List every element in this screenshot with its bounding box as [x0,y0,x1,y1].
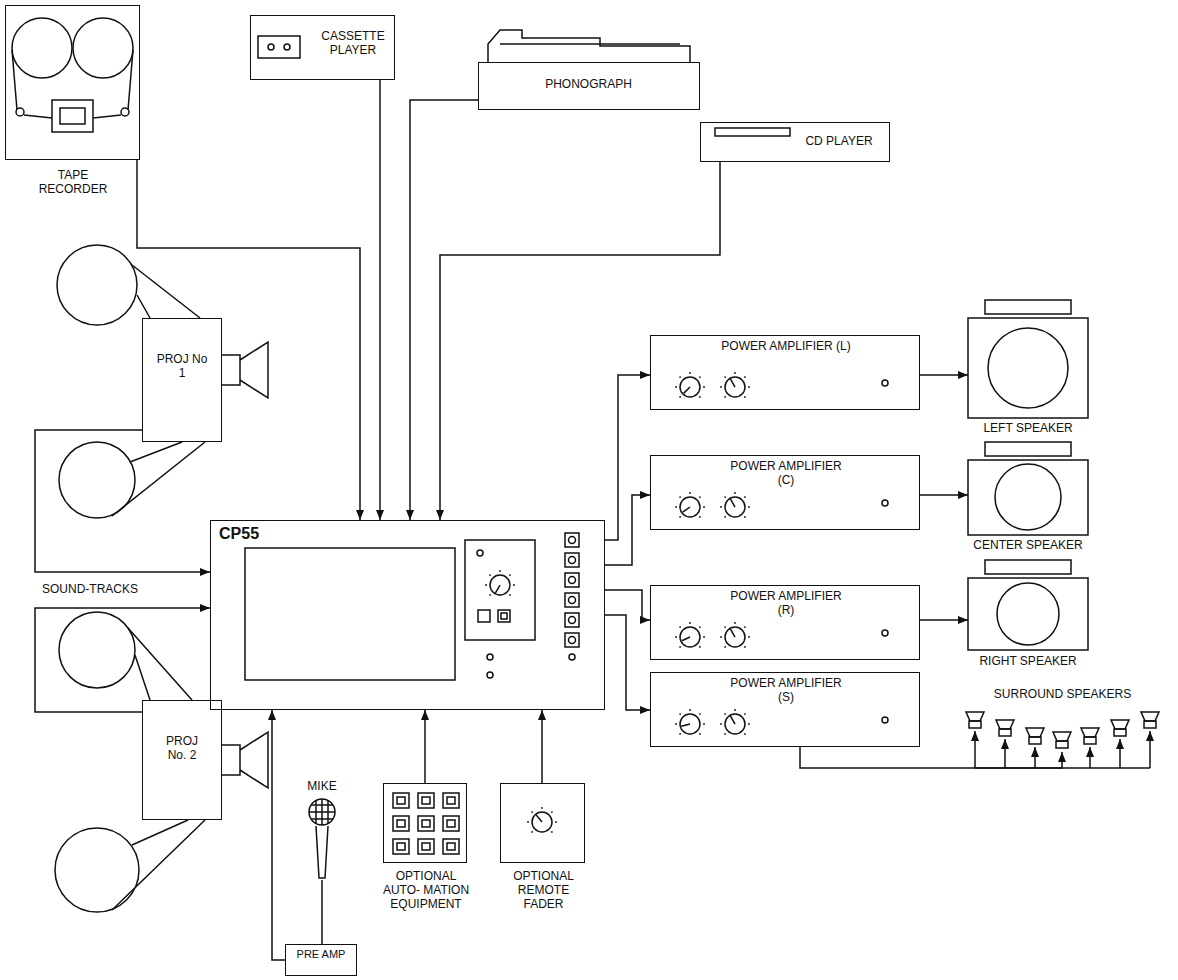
phonograph: PHONOGRAPH [478,62,700,110]
tape-recorder-drawing [12,18,133,132]
speaker-drawing [968,300,1088,650]
node-label: OPTIONAL REMOTE FADER [497,870,590,911]
microphone-drawing [309,799,335,878]
node-label: SURROUND SPEAKERS [955,688,1170,702]
node-label: TAPE RECORDER [33,169,113,197]
node-label: MIKE [290,780,354,794]
speaker: LEFT SPEAKER [968,300,1088,418]
tape-recorder: TAPE RECORDER [5,5,140,160]
repeated-parts [393,372,1159,854]
signal-connector [920,619,968,621]
node-label: PROJ No. 2 [156,735,208,763]
signal-connector [321,880,323,944]
signal-connector [35,608,210,712]
speaker: CENTER SPEAKER [968,442,1088,535]
projector: PROJ No 1 [142,318,222,442]
node-label: OPTIONAL AUTO- MATION EQUIPMENT [380,870,472,911]
signal-connector [379,80,381,520]
source-drawing [258,30,790,136]
speaker: RIGHT SPEAKER [968,560,1088,650]
node-label: POWER AMPLIFIER (S) [721,677,851,705]
signal-label: SOUND-TRACKS [40,583,140,597]
projector: PROJ No. 2 [142,700,222,820]
processor-box: CP55 [210,520,605,710]
signal-connector [605,375,650,540]
node-label: PROJ No 1 [156,353,208,381]
node-label: CENTER SPEAKER [968,539,1088,553]
signal-connector [440,162,720,520]
power-amplifier: POWER AMPLIFIER (C) [650,455,920,530]
projector-drawing [55,245,268,912]
node-label: POWER AMPLIFIER (C) [721,460,851,488]
signal-connector [920,494,968,496]
node-label: POWER AMPLIFIER (L) [721,340,851,354]
remote-fader: OPTIONAL REMOTE FADER [500,783,585,863]
processor-panel [245,540,575,680]
node-label: PRE AMP [296,948,346,961]
power-amplifier: POWER AMPLIFIER (R) [650,585,920,660]
signal-connector [605,495,650,565]
signal-connector [424,710,426,783]
node-label: LEFT SPEAKER [968,422,1088,436]
power-amplifier: POWER AMPLIFIER (S) [650,672,920,747]
node-label: CP55 [219,525,289,543]
power-amplifier: POWER AMPLIFIER (L) [650,335,920,410]
automation-keypad: OPTIONAL AUTO- MATION EQUIPMENT [383,783,467,863]
node-label: RIGHT SPEAKER [968,655,1088,669]
cassette-player: CASSETTE PLAYER [250,15,395,80]
preamp-box: PRE AMP [285,944,357,976]
signal-connector [541,710,543,783]
surround-speakers: SURROUND SPEAKERS [955,688,1170,752]
signal-connector [920,374,968,376]
node-label: CD PLAYER [793,135,885,149]
signal-connector [605,615,650,710]
node-label: PHONOGRAPH [479,78,698,92]
microphone: MIKE [300,780,344,880]
signal-connector [137,160,360,520]
cd-player: CD PLAYER [700,122,890,162]
node-label: CASSETTE PLAYER [313,30,393,58]
node-label: POWER AMPLIFIER (R) [721,590,851,618]
signal-connector [410,100,478,520]
signal-connector [272,710,285,960]
signal-connector [35,430,210,572]
signal-connector [800,747,1062,768]
